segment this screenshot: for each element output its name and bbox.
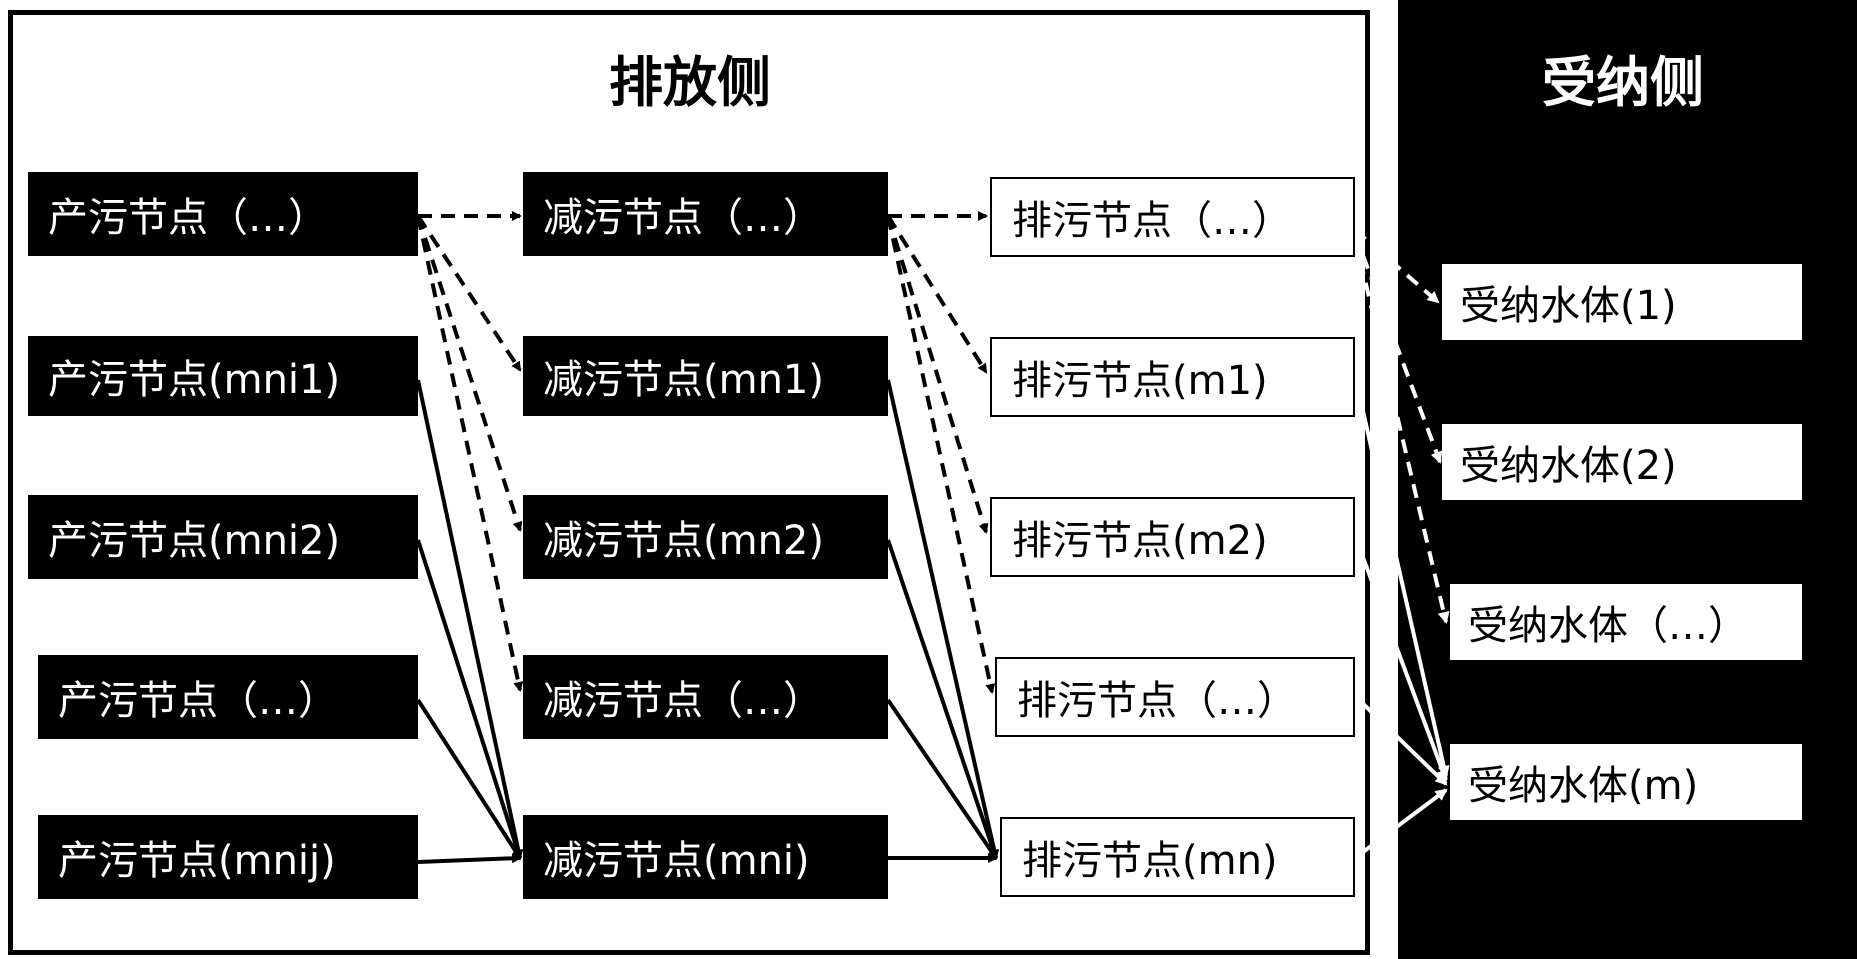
production-node: 产污节点(mnij) xyxy=(38,815,418,899)
reduction-node: 减污节点(mni) xyxy=(523,815,888,899)
discharge-node: 排污节点（…） xyxy=(990,177,1355,257)
reduction-node: 减污节点(mn1) xyxy=(523,336,888,416)
production-node: 产污节点（…） xyxy=(28,172,418,256)
production-node: 产污节点(mni1) xyxy=(28,336,418,416)
emission-side-panel xyxy=(8,10,1370,955)
discharge-node: 排污节点（…） xyxy=(995,657,1355,737)
reduction-node: 减污节点(mn2) xyxy=(523,495,888,579)
reduction-node: 减污节点（…） xyxy=(523,655,888,739)
receiving-water-node: 受纳水体(2) xyxy=(1442,424,1802,500)
production-node: 产污节点(mni2) xyxy=(28,495,418,579)
receiving-water-node: 受纳水体(m) xyxy=(1450,744,1802,820)
reduction-node: 减污节点（…） xyxy=(523,172,888,256)
receiving-water-node: 受纳水体（…） xyxy=(1450,584,1802,660)
discharge-node: 排污节点(m1) xyxy=(990,337,1355,417)
emission-side-title: 排放侧 xyxy=(609,51,771,114)
discharge-node: 排污节点(m2) xyxy=(990,497,1355,577)
receiving-water-node: 受纳水体(1) xyxy=(1442,264,1802,340)
discharge-node: 排污节点(mn) xyxy=(1000,817,1355,897)
receiving-side-title: 受纳侧 xyxy=(1542,51,1704,114)
production-node: 产污节点（…） xyxy=(38,655,418,739)
